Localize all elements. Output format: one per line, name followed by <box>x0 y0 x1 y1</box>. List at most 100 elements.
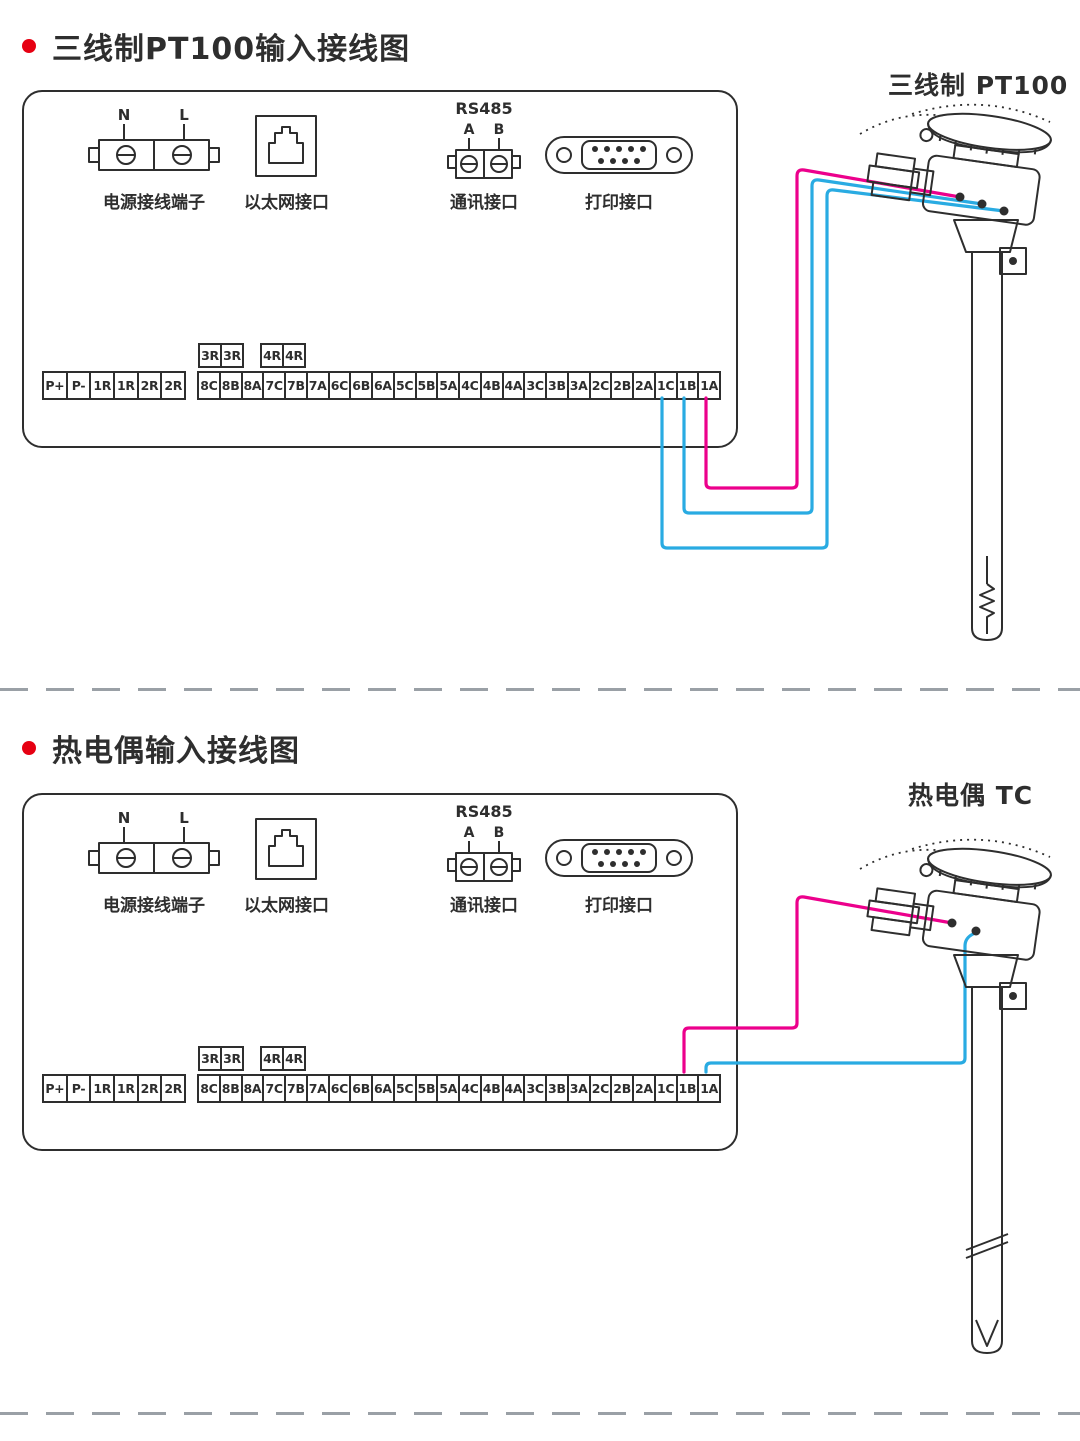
printer-port-icon <box>545 136 693 174</box>
terminal-cell: P- <box>68 373 92 398</box>
bullet-icon <box>22 741 36 755</box>
terminal-cell: 8C <box>199 1076 221 1101</box>
terminal-cell: 3A <box>569 373 591 398</box>
comm-label: 通讯接口 <box>450 896 518 916</box>
rs485-a-label: A <box>464 825 475 841</box>
relay-label-cell: 4R <box>285 1051 303 1066</box>
terminal-cell: 5B <box>417 373 439 398</box>
power-terminal-icon: N L <box>88 106 220 171</box>
terminal-cell: 3B <box>547 1076 569 1101</box>
pt100-sensor-caption: 三线制 PT100 <box>888 71 1069 100</box>
rs485-b-label: B <box>494 825 505 841</box>
terminal-cell: 4C <box>460 1076 482 1101</box>
terminal-cell: 5C <box>395 1076 417 1101</box>
terminal-cell: 1B <box>678 373 700 398</box>
pt100-sensor <box>859 103 1052 641</box>
terminal-cell: 6C <box>330 1076 352 1101</box>
terminal-cell: 5A <box>438 373 460 398</box>
terminal-cell: 1R <box>115 1076 139 1101</box>
terminal-cell: P+ <box>44 1076 68 1101</box>
power-label: 电源接线端子 <box>103 896 205 916</box>
terminal-cell: 7B <box>286 373 308 398</box>
relay-label-cell: 4R <box>262 1048 284 1069</box>
terminal-cell: 3B <box>547 373 569 398</box>
terminal-cell: 1C <box>656 373 678 398</box>
terminal-cell: 2A <box>634 373 656 398</box>
rs485-heading: RS485 <box>455 99 512 118</box>
printer-label: 打印接口 <box>585 193 653 213</box>
terminal-cell: 8B <box>221 1076 243 1101</box>
terminal-cell: 1B <box>678 1076 700 1101</box>
terminal-cell: 3A <box>569 1076 591 1101</box>
tc-sensor <box>859 838 1052 1354</box>
relay-label-cell: 3R <box>223 348 241 363</box>
terminal-cell: 7B <box>286 1076 308 1101</box>
tc-title-row: 热电偶输入接线图 <box>22 726 300 770</box>
rs485-heading: RS485 <box>455 802 512 821</box>
terminal-cell: 1A <box>700 1081 719 1096</box>
section-divider <box>0 688 1080 691</box>
terminal-cell: 2B <box>612 1076 634 1101</box>
terminal-cell: P+ <box>44 373 68 398</box>
terminal-cell: 2R <box>139 1076 163 1101</box>
ethernet-label: 以太网接口 <box>244 193 329 213</box>
pt100-title-row: 三线制PT100输入接线图 <box>22 24 410 68</box>
terminal-cell: 4A <box>504 1076 526 1101</box>
terminal-cell: 2A <box>634 1076 656 1101</box>
terminal-cell: 6B <box>351 373 373 398</box>
terminal-cell: 6B <box>351 1076 373 1101</box>
terminal-cell: 2C <box>591 373 613 398</box>
rs485-terminal-icon: RS485 A B <box>447 99 521 179</box>
terminal-cell: 4B <box>482 1076 504 1101</box>
rs485-a-label: A <box>464 122 475 138</box>
power-n-label: N <box>118 106 131 124</box>
pt100-section-title: 三线制PT100输入接线图 <box>52 32 411 67</box>
terminal-cell: 7A <box>308 1076 330 1101</box>
terminal-cell: 2B <box>612 373 634 398</box>
terminal-cell: P- <box>68 1076 92 1101</box>
bullet-icon <box>22 39 36 53</box>
rs485-terminal-icon: RS485 A B <box>447 802 521 882</box>
terminal-cell: 8A <box>243 373 265 398</box>
terminal-cell: 5B <box>417 1076 439 1101</box>
terminal-cell: 6A <box>373 1076 395 1101</box>
terminal-cell: 4B <box>482 373 504 398</box>
rs485-b-label: B <box>494 122 505 138</box>
terminal-cell: 7C <box>264 1076 286 1101</box>
tc-section-title: 热电偶输入接线图 <box>52 734 300 769</box>
terminal-cell: 5A <box>438 1076 460 1101</box>
terminal-cell: 3C <box>525 373 547 398</box>
terminal-cell: 5C <box>395 373 417 398</box>
tc-wire-1a <box>704 929 978 1074</box>
terminal-cell: 1R <box>91 373 116 398</box>
terminal-cell: 3C <box>525 1076 547 1101</box>
terminal-cell: 1A <box>700 378 719 393</box>
terminal-cell: 7A <box>308 373 330 398</box>
terminal-cell: 6C <box>330 373 352 398</box>
power-terminal-icon: N L <box>88 809 220 874</box>
ethernet-port-icon <box>255 818 317 880</box>
tc-sensor-caption: 热电偶 TC <box>908 781 1034 810</box>
ethernet-port-icon <box>255 115 317 177</box>
power-l-label: L <box>179 106 189 124</box>
relay-label-cell: 3R <box>200 345 222 366</box>
printer-port-icon <box>545 839 693 877</box>
comm-label: 通讯接口 <box>450 193 518 213</box>
power-n-label: N <box>118 809 131 827</box>
terminal-cell: 1R <box>91 1076 116 1101</box>
terminal-cell: 1R <box>115 373 139 398</box>
power-label: 电源接线端子 <box>103 193 205 213</box>
terminal-cell: 8B <box>221 373 243 398</box>
relay-label-cell: 4R <box>285 348 303 363</box>
terminal-cell: 7C <box>264 373 286 398</box>
pt100-wire-1a <box>704 168 962 490</box>
